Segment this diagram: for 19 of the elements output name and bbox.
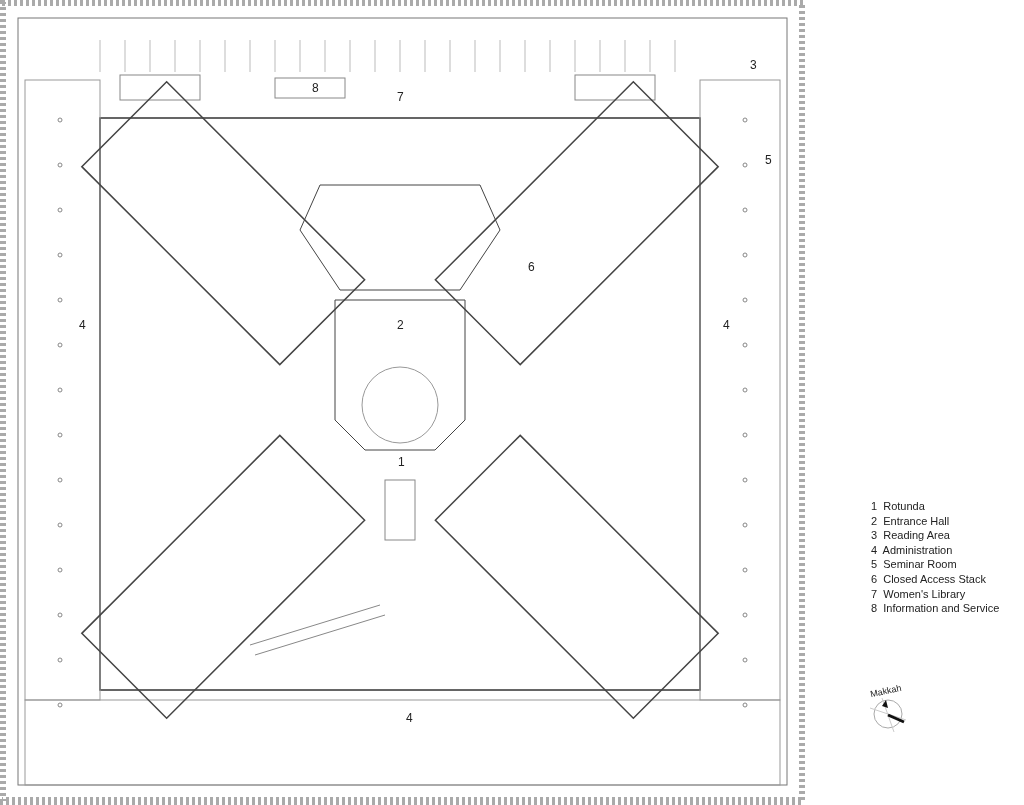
- legend-entry: 8 Information and Service: [871, 602, 1000, 616]
- legend-entry: 3 Reading Area: [871, 529, 950, 543]
- legend-entry: 1 Rotunda: [871, 500, 925, 513]
- legend-entry: 4 Administration: [871, 543, 953, 557]
- callout-number: 6: [526, 260, 537, 274]
- legend-entry: 2 Entrance Hall: [871, 514, 950, 528]
- callout-number: 7: [395, 90, 406, 104]
- callout-number: 1: [396, 455, 407, 469]
- callout-number: 4: [77, 318, 88, 332]
- callout-number: 2: [395, 318, 406, 332]
- legend-entry: 5 Seminar Room: [871, 558, 957, 572]
- legend-entry: 7 Women's Library: [871, 587, 966, 601]
- callout-number: 4: [404, 711, 415, 725]
- callout-number: 8: [310, 81, 321, 95]
- callout-number: 5: [763, 153, 774, 167]
- orientation-label: Makkah: [869, 682, 903, 700]
- legend-entry: 6 Closed Access Stack: [871, 573, 986, 586]
- callout-number: 4: [721, 318, 732, 332]
- callout-number: 3: [748, 58, 759, 72]
